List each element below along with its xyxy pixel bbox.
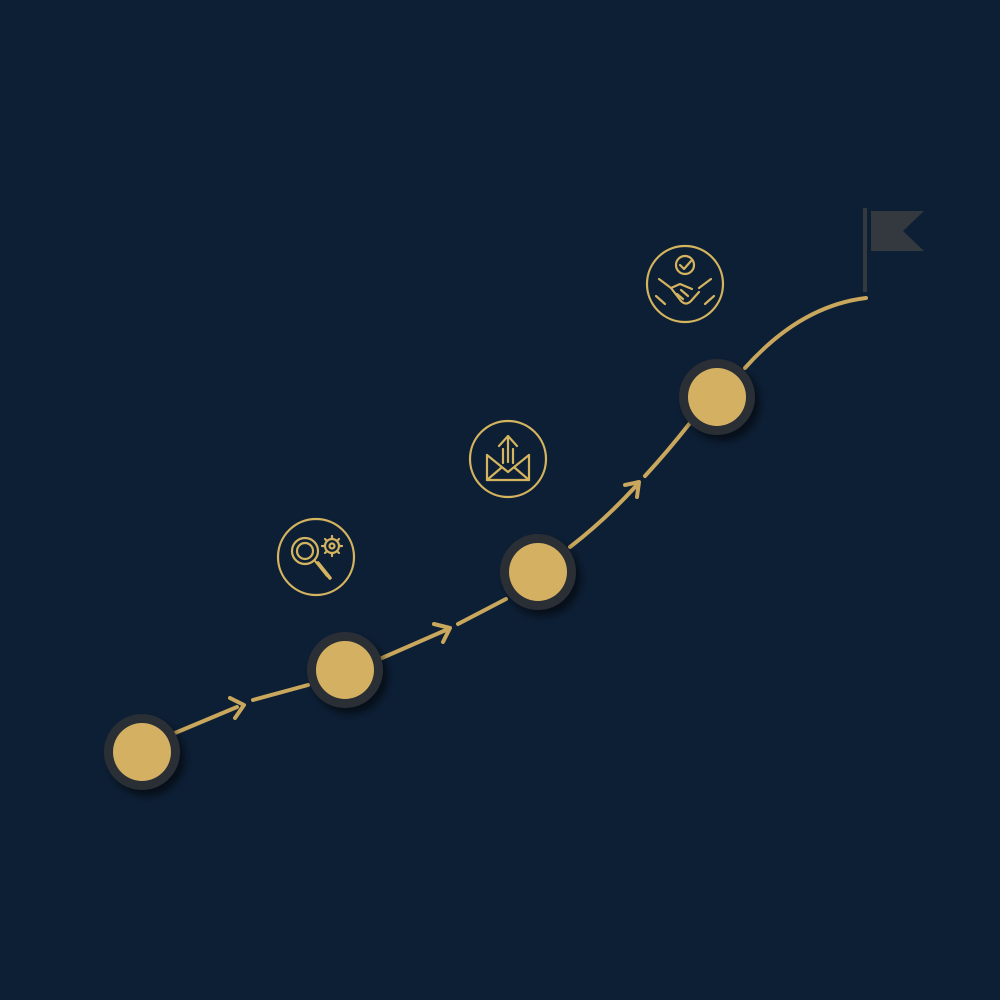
milestone-node-4 bbox=[679, 359, 755, 435]
milestone-nodes bbox=[104, 359, 755, 790]
path-segment-3 bbox=[568, 484, 638, 549]
path-segment-1 bbox=[173, 705, 239, 735]
search-gear-icon bbox=[276, 517, 356, 597]
milestone-node-2 bbox=[307, 632, 383, 708]
progress-path bbox=[173, 296, 868, 735]
arrow-icon-3 bbox=[623, 480, 641, 499]
path-segment-2 bbox=[380, 628, 448, 660]
path-segment-3b bbox=[643, 421, 692, 478]
finish-flag-icon bbox=[863, 208, 924, 292]
arrow-icon-1 bbox=[228, 696, 246, 720]
path-segment-4 bbox=[743, 296, 868, 370]
milestone-node-1 bbox=[104, 714, 180, 790]
path-segment-2b bbox=[456, 597, 508, 626]
handshake-check-icon bbox=[645, 244, 725, 324]
direction-arrows bbox=[228, 480, 641, 720]
outbox-upload-icon bbox=[468, 419, 548, 499]
arrow-icon-2 bbox=[432, 622, 452, 644]
milestone-node-3 bbox=[500, 534, 576, 610]
path-segment-1b bbox=[251, 683, 310, 702]
